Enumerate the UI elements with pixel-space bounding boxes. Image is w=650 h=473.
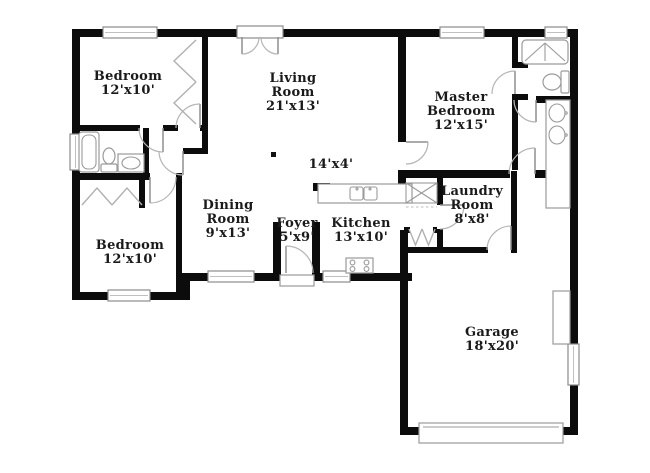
room-label-laundry-room: Laundry Room 8'x8' [441,184,504,227]
laundry-garage-door [486,225,512,251]
toilet-room-door [513,99,537,123]
threshold [279,274,315,287]
hall-closet-door [158,150,184,176]
master-bedroom-door [405,141,429,165]
double-vanity-sink [545,99,571,209]
bifold-closet-doors [81,39,436,247]
wall-segment [437,171,443,205]
wall-segment [72,29,578,37]
door-frame [236,25,284,39]
wall-segment [512,37,518,68]
room-label-bedroom-1: Bedroom 12'x10' [93,69,163,98]
bifold-door [81,186,113,206]
vanity-sink [117,153,145,173]
wall-segment [437,247,488,253]
entry-door [279,245,315,287]
room-label-master-bedroom: Master Bedroom 12'x15' [427,90,496,133]
bathroom-door [138,127,164,153]
wall-segment [511,171,517,253]
wall-segment [512,62,528,68]
toilet [100,147,118,173]
toilet [542,70,570,94]
window [567,343,580,386]
window [544,26,568,39]
room-label-dining-room: Dining Room 9'x13' [202,198,254,241]
master-suite-hall-door [508,147,536,175]
window [207,270,255,283]
wall-segment [80,125,140,131]
wall-segment [139,180,145,208]
wall-segment [512,94,518,170]
doors [138,25,537,287]
window [102,26,158,39]
room-label-foyer: Foyer 5'x9' [276,216,318,245]
shower [521,39,569,65]
wall-segment [200,125,208,131]
wall-segment [72,173,150,180]
bifold-door [111,186,143,206]
bifold-door [172,39,197,83]
room-label-hall: 14'x4' [308,157,354,173]
wall-segment [404,247,437,253]
bedroom2-door [149,176,177,204]
windows [69,26,580,386]
garage-door [418,422,564,444]
window [322,270,351,283]
water-heater-platform [552,290,571,345]
wall-segment [312,273,412,281]
room-label-garage: Garage 18'x20' [465,325,519,354]
wall-segment [183,148,208,154]
wall-segment [400,230,408,435]
wall-segment [202,37,208,154]
wall-segment [404,227,410,233]
window [439,26,485,39]
master-bath-door [491,70,516,95]
room-label-kitchen: Kitchen 13'x10' [331,216,391,245]
wall-segment [398,170,406,188]
wall-segment [176,173,182,292]
bifold-door [421,228,436,247]
window [107,289,151,302]
wall-segment [406,170,510,178]
bifold-door [408,228,423,247]
wall-segment [143,128,149,180]
room-label-living-room: Living Room 21'x13' [266,71,320,114]
bathtub [78,131,100,173]
fixtures [78,39,571,444]
wall-segment [437,229,443,253]
wall-segment [163,125,178,131]
kitchen-counter [317,183,413,204]
wall-segment [570,29,578,435]
double-door [236,25,284,55]
range [345,257,374,274]
wall-segment [182,273,190,300]
wall-segment [398,37,406,142]
room-label-bedroom-2: Bedroom 12'x10' [95,238,165,267]
kitchen-sink [349,186,378,201]
point-marker [271,152,276,157]
wall-segment [273,222,281,281]
wall-segment [312,222,320,281]
bifold-door [172,81,197,125]
washer-dryer-space [405,182,438,208]
laundry-side-door [439,204,465,230]
wall-segment [512,94,528,100]
